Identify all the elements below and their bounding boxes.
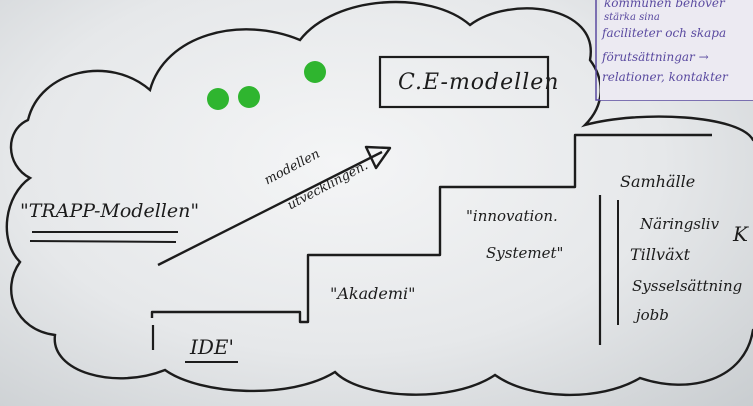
step-ide-label: IDE': [190, 335, 235, 359]
samhalle-item: Sysselsättning: [632, 277, 743, 295]
note-line: förutsättningar →: [602, 50, 709, 64]
step-innovation-label-2: Systemet": [486, 244, 564, 262]
ce-model-label: C.E-modellen: [398, 70, 560, 95]
trapp-underline: [29, 231, 178, 243]
trapp-model-label: "TRAPP-Modellen": [20, 200, 200, 222]
development-arrow-shaft: [157, 150, 383, 267]
green-dot: [238, 86, 260, 108]
note-line: kommunen behöver: [604, 0, 725, 10]
samhalle-item: jobb: [636, 306, 669, 324]
note-line: faciliteter och skapa: [602, 26, 727, 40]
edge-letter: K: [733, 222, 748, 246]
staircase-outline: [150, 133, 712, 324]
note: kommunen behöver stärka sina faciliteter…: [600, 0, 753, 100]
green-dot: [207, 88, 229, 110]
ce-model-box: [378, 55, 550, 109]
thought-cloud-outline: [5, 0, 753, 397]
green-dot: [304, 61, 326, 83]
note-line: stärka sina: [604, 12, 660, 23]
development-arrowhead: [364, 145, 392, 170]
step-akademi-label: "Akademi": [330, 284, 416, 303]
samhalle-item: Tillväxt: [630, 245, 691, 264]
step-innovation-label-1: "innovation.: [466, 207, 558, 225]
note-line: relationer, kontakter: [602, 70, 728, 84]
samhalle-item: Näringsliv: [640, 215, 720, 233]
note-border: [595, 0, 753, 101]
step-samhalle-label: Samhälle: [620, 172, 696, 191]
